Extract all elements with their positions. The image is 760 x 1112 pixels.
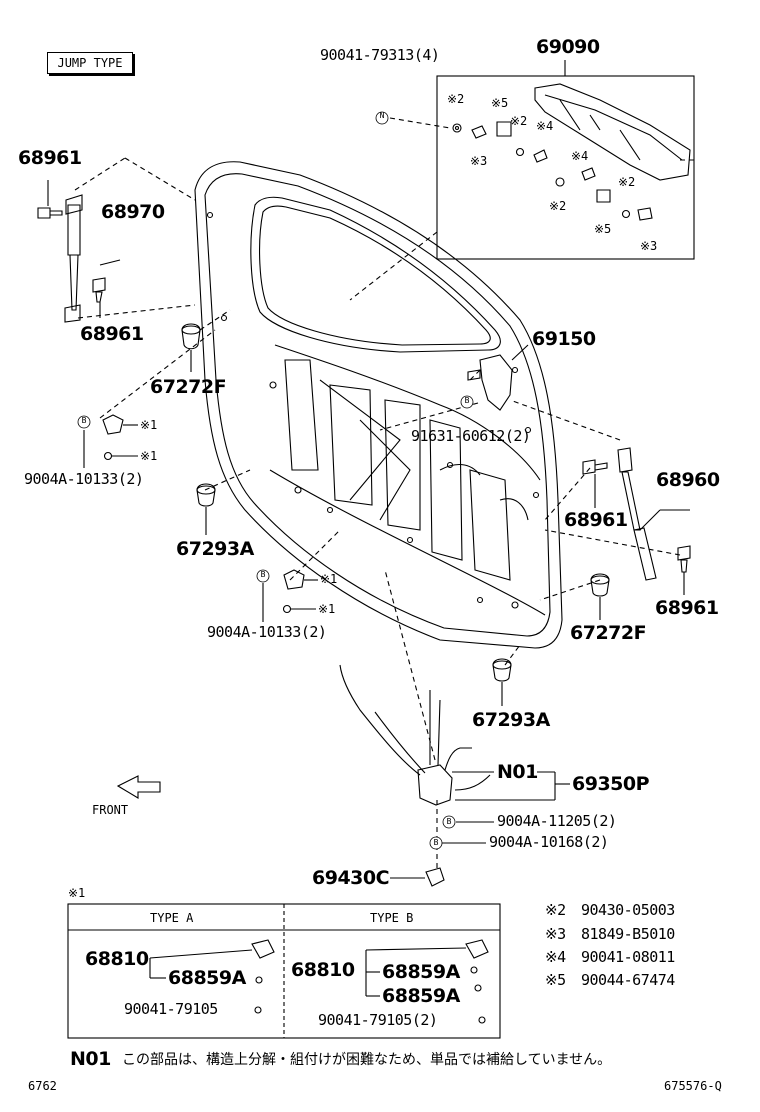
marker-s4: ※4	[536, 119, 554, 133]
label-68961-a: 68961	[18, 147, 82, 169]
front-arrow	[116, 775, 161, 799]
table-type-b: TYPE B	[370, 911, 414, 925]
marker-s2: ※2	[510, 114, 528, 128]
marker-b: B	[433, 838, 439, 847]
marker-b: B	[81, 416, 87, 425]
label-68961-c: 68961	[564, 509, 628, 531]
table-a-68810: 68810	[85, 948, 149, 970]
marker-s2: ※2	[447, 92, 465, 106]
marker-s1: ※1	[320, 572, 338, 586]
label-68970: 68970	[101, 201, 165, 223]
table-b-68810: 68810	[291, 959, 355, 981]
label-69350P: 69350P	[572, 773, 650, 795]
legend-mark-1: ※2	[545, 901, 566, 919]
label-67293A-a: 67293A	[176, 538, 254, 560]
label-69150: 69150	[532, 328, 596, 350]
lock-part	[479, 354, 513, 411]
marker-n: N	[379, 111, 385, 120]
table-b-68859A-2: 68859A	[382, 985, 460, 1007]
legend-part-2: 81849-B5010	[581, 925, 675, 943]
legend-mark-2: ※3	[545, 925, 566, 943]
marker-s1: ※1	[140, 449, 158, 463]
latch-assembly	[417, 764, 453, 806]
note-text: この部品は、構造上分解・組付けが困難なため、単品では補給していません。	[122, 1052, 612, 1068]
front-label: FRONT	[92, 803, 129, 817]
legend-part-3: 90041-08011	[581, 948, 675, 966]
back-door-panel	[194, 161, 563, 649]
table-type-a: TYPE A	[150, 911, 194, 925]
table-a-68859A: 68859A	[168, 967, 246, 989]
marker-s1: ※1	[140, 418, 158, 432]
legend-part-4: 90044-67474	[581, 971, 675, 989]
label-67272F-a: 67272F	[150, 376, 227, 398]
label-90041-79313: 90041-79313(4)	[320, 46, 440, 64]
marker-s2: ※2	[549, 199, 567, 213]
label-69090: 69090	[536, 36, 600, 58]
label-67293A-b: 67293A	[472, 709, 550, 731]
handle-assembly-part	[534, 83, 691, 181]
marker-b: B	[446, 817, 452, 826]
label-9004A-10168: 9004A-10168(2)	[489, 833, 609, 851]
label-9004A-10133-a: 9004A-10133(2)	[24, 470, 144, 488]
marker-s1: ※1	[318, 602, 336, 616]
table-a-90041-79105: 90041-79105	[124, 1000, 218, 1018]
marker-s5: ※5	[594, 222, 612, 236]
label-68961-d: 68961	[655, 597, 719, 619]
label-67272F-b: 67272F	[570, 622, 647, 644]
label-69430C: 69430C	[312, 867, 390, 889]
table-b-68859A-1: 68859A	[382, 961, 460, 983]
legend-mark-4: ※5	[545, 971, 566, 989]
marker-b: B	[260, 570, 266, 579]
table-note-ref: ※1	[68, 886, 86, 900]
legend-part-1: 90430-05003	[581, 901, 675, 919]
jump-type-tag: JUMP TYPE	[47, 52, 133, 74]
table-b-90041-79105: 90041-79105(2)	[318, 1011, 438, 1029]
marker-s2: ※2	[618, 175, 636, 189]
label-68960: 68960	[656, 469, 720, 491]
label-n01: N01	[497, 761, 538, 783]
marker-s3: ※3	[470, 154, 488, 168]
marker-s4: ※4	[571, 149, 589, 163]
legend-mark-3: ※4	[545, 948, 566, 966]
gas-stay-left	[64, 194, 83, 323]
marker-b: B	[464, 396, 470, 405]
note-code: N01	[70, 1048, 111, 1070]
marker-s3: ※3	[640, 239, 658, 253]
label-91631-60612: 91631-60612(2)	[411, 427, 531, 445]
footer-right: 675576-Q	[664, 1079, 722, 1093]
footer-left: 6762	[28, 1079, 57, 1093]
label-9004A-11205: 9004A-11205(2)	[497, 812, 617, 830]
label-68961-b: 68961	[80, 323, 144, 345]
marker-s5: ※5	[491, 96, 509, 110]
label-9004A-10133-b: 9004A-10133(2)	[207, 623, 327, 641]
